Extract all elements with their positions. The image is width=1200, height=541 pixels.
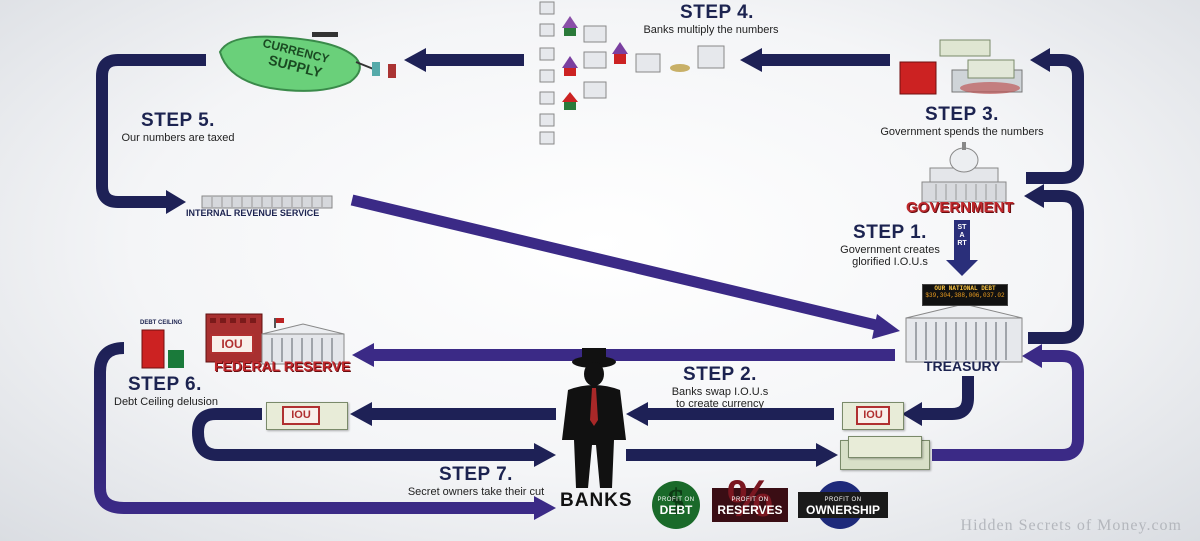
step6-label: STEP 6. Debt Ceiling delusion bbox=[114, 374, 254, 408]
federal-reserve-title: FEDERAL RESERVE bbox=[214, 358, 351, 374]
fed-building-iou-label: IOU bbox=[210, 334, 254, 354]
currency-supply-balloon bbox=[218, 32, 396, 92]
step4-houses bbox=[562, 16, 690, 110]
profit-reserves-small: PROFIT ON bbox=[731, 497, 769, 503]
currency-bills-back bbox=[848, 436, 922, 458]
profit-reserves-big: RESERVES bbox=[717, 503, 783, 517]
profit-ownership-small: PROFIT ON bbox=[824, 497, 862, 503]
step2-title: STEP 2. bbox=[683, 364, 757, 385]
step2-desc1: Banks swap I.O.U.s bbox=[671, 386, 769, 398]
step3-desc: Government spends the numbers bbox=[880, 126, 1044, 138]
arrow-government-to-spending bbox=[1026, 54, 1084, 184]
arrow-fed-iou-loop bbox=[191, 408, 536, 461]
watermark: Hidden Secrets of Money.com bbox=[960, 517, 1182, 534]
step1-title: STEP 1. bbox=[853, 222, 927, 243]
banks-title: BANKS bbox=[560, 490, 633, 511]
step2-desc2: to create currency bbox=[675, 398, 765, 410]
profit-debt-label: PROFIT ON DEBT bbox=[650, 497, 702, 517]
arrow-fed-to-banks-loop bbox=[94, 342, 536, 514]
fed-iou-label: IOU bbox=[282, 406, 320, 425]
irs-building bbox=[201, 195, 333, 209]
arrow-supply-to-irs bbox=[96, 54, 206, 208]
dollar-sign-icon: $ bbox=[668, 483, 685, 520]
arrow-treasury-to-government bbox=[1028, 190, 1084, 344]
step7-title: STEP 7. bbox=[439, 464, 513, 485]
step1-desc1: Government creates bbox=[840, 244, 940, 256]
step4-banks bbox=[539, 1, 725, 145]
percent-sign-icon: % bbox=[727, 470, 773, 528]
profit-debt-big: DEBT bbox=[659, 503, 693, 517]
profit-reserves-label: PROFIT ON RESERVES bbox=[712, 497, 788, 517]
step1-desc2: glorified I.O.U.s bbox=[852, 256, 928, 268]
national-debt-value: $39,304,388,006,037.02 bbox=[925, 292, 1005, 299]
arrow-currency-to-treasury bbox=[932, 350, 1084, 461]
step7-desc: Secret owners take their cut bbox=[407, 486, 545, 498]
step6-desc: Debt Ceiling delusion bbox=[114, 396, 218, 408]
federal-reserve-building bbox=[141, 313, 345, 369]
national-debt-counter: OUR NATIONAL DEBT $39,304,388,006,037.02 bbox=[922, 284, 1008, 306]
spending-money-pile bbox=[899, 39, 1023, 95]
government-building bbox=[921, 142, 1007, 203]
start-arrow-head bbox=[946, 260, 978, 276]
step4-title: STEP 4. bbox=[680, 2, 754, 23]
treasury-building bbox=[905, 296, 1023, 363]
step2-label: STEP 2. Banks swap I.O.U.s to create cur… bbox=[664, 364, 776, 410]
step5-desc: Our numbers are taxed bbox=[121, 132, 235, 144]
banker-figure bbox=[562, 348, 626, 488]
profit-icons bbox=[652, 481, 888, 529]
treasury-iou-label: IOU bbox=[856, 406, 890, 425]
step5-label: STEP 5. Our numbers are taxed bbox=[118, 110, 238, 144]
arrow-irs-to-treasury bbox=[350, 194, 882, 332]
step3-title: STEP 3. bbox=[925, 104, 999, 125]
step4-label: STEP 4. Banks multiply the numbers bbox=[642, 2, 792, 36]
step1-label: STEP 1. Government creates glorified I.O… bbox=[838, 222, 942, 268]
step5-title: STEP 5. bbox=[141, 110, 215, 131]
debt-ceiling-label: DEBT CEILING bbox=[140, 320, 183, 326]
step6-title: STEP 6. bbox=[128, 374, 202, 395]
start-label: START bbox=[957, 224, 967, 247]
national-debt-title: OUR NATIONAL DEBT bbox=[934, 285, 996, 292]
profit-debt-small: PROFIT ON bbox=[657, 497, 695, 503]
profit-ownership-big: OWNERSHIP bbox=[805, 503, 880, 517]
treasury-title: TREASURY bbox=[924, 358, 1001, 374]
arrow-treasury-to-iou bbox=[920, 376, 974, 420]
step7-label: STEP 7. Secret owners take their cut bbox=[396, 464, 556, 498]
step4-desc: Banks multiply the numbers bbox=[643, 24, 779, 36]
profit-ownership-label: PROFIT ON OWNERSHIP bbox=[798, 497, 888, 517]
start-arrow-shaft bbox=[954, 220, 970, 262]
irs-title: INTERNAL REVENUE SERVICE bbox=[186, 208, 320, 218]
step3-label: STEP 3. Government spends the numbers bbox=[874, 104, 1050, 138]
government-title: GOVERNMENT bbox=[906, 199, 1014, 216]
